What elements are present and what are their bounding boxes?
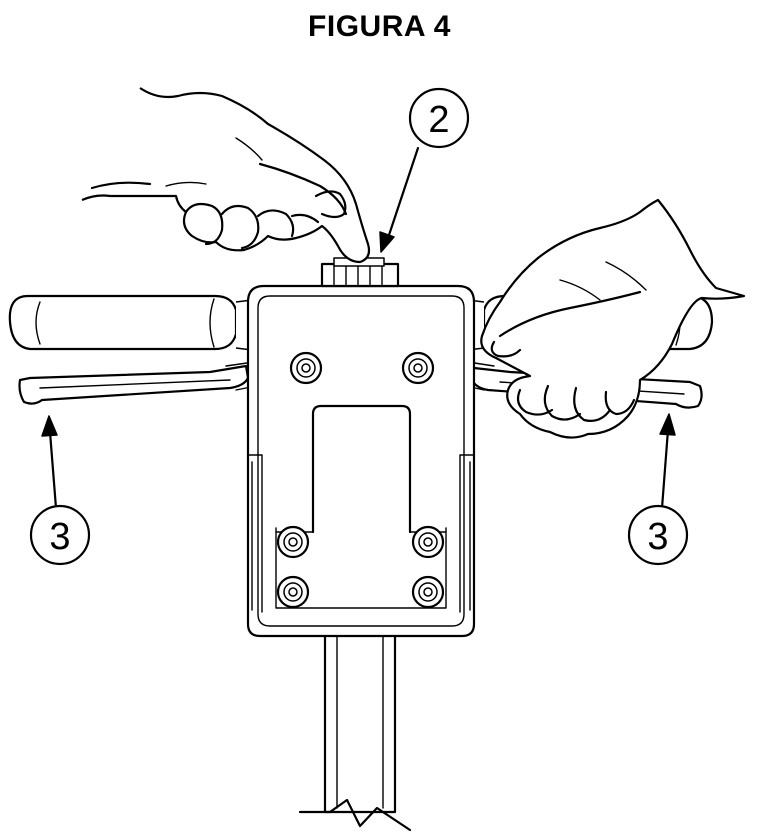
screw-top-right xyxy=(401,351,435,385)
arrow-to-knob xyxy=(379,146,420,253)
arrow-to-right-lever xyxy=(659,413,676,510)
callout-2-label: 2 xyxy=(428,99,449,141)
callout-3-left: 3 xyxy=(29,504,91,566)
screw-bottom-left xyxy=(276,575,310,609)
callout-3-right-label: 3 xyxy=(647,516,668,558)
screw-bottom-right xyxy=(411,575,445,609)
column-post xyxy=(298,620,412,832)
screw-mid-left xyxy=(276,525,310,559)
callout-3-left-label: 3 xyxy=(49,516,70,558)
callout-2: 2 xyxy=(408,87,470,149)
callout-3-right: 3 xyxy=(627,504,689,566)
right-hand xyxy=(480,198,746,439)
arrow-to-left-lever xyxy=(41,415,58,510)
left-lever xyxy=(18,361,257,405)
left-handle-grip xyxy=(8,294,253,351)
figure-title: FIGURA 4 xyxy=(308,10,451,43)
screw-top-left xyxy=(289,351,323,385)
left-hand xyxy=(81,87,371,264)
screw-mid-right xyxy=(411,525,445,559)
